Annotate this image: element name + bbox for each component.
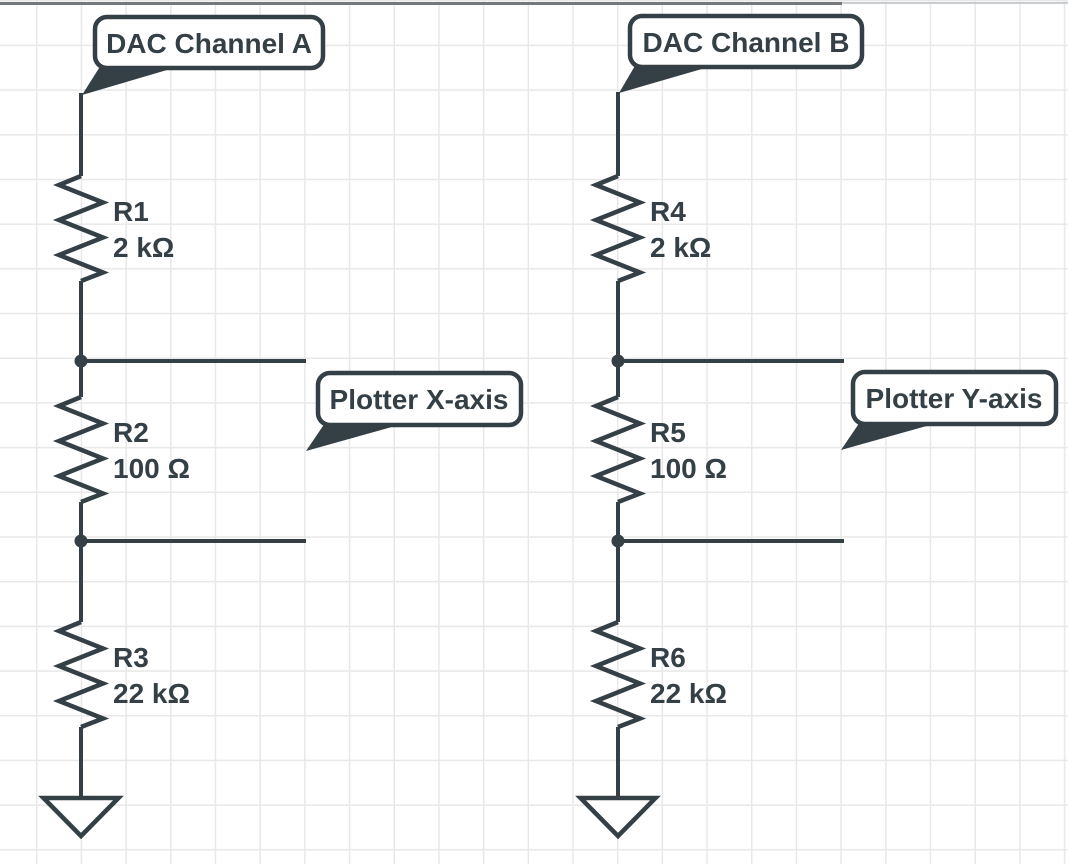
ground-symbol-a[interactable] xyxy=(38,795,124,840)
junction-dot xyxy=(611,354,625,368)
resistor-value-label: 100 Ω xyxy=(650,453,727,484)
resistor-ref-label: R5 xyxy=(650,417,686,448)
resistor-r6[interactable]: R6 22 kΩ xyxy=(589,619,727,730)
resistor-value-label: 100 Ω xyxy=(113,453,190,484)
resistor-ref-label: R2 xyxy=(113,417,149,448)
resistor-zigzag xyxy=(52,173,110,284)
callout-box xyxy=(627,13,865,70)
resistor-zigzag xyxy=(52,619,110,730)
plotter-x-callout[interactable]: Plotter X-axis xyxy=(306,370,524,451)
callout-box xyxy=(315,370,524,428)
resistor-zigzag xyxy=(589,394,647,505)
callout-box xyxy=(92,14,326,71)
dac-a-callout[interactable]: DAC Channel A xyxy=(82,14,326,95)
resistor-ref-label: R6 xyxy=(650,642,686,673)
circuit-b: DAC Channel B R4 2 kΩ R5 100 Ω R6 xyxy=(575,13,1059,840)
dac-b-label: DAC Channel B xyxy=(643,27,850,58)
window-top-edge-light xyxy=(842,2,1068,4)
resistor-r3[interactable]: R3 22 kΩ xyxy=(52,619,190,730)
junction-dot xyxy=(74,354,88,368)
resistor-ref-label: R4 xyxy=(650,196,686,227)
resistor-value-label: 2 kΩ xyxy=(113,232,174,263)
plotter-y-label: Plotter Y-axis xyxy=(866,383,1043,414)
junction-dot xyxy=(74,534,88,548)
resistor-value-label: 22 kΩ xyxy=(650,678,727,709)
resistor-zigzag xyxy=(589,173,647,284)
callout-tail xyxy=(619,64,719,93)
resistor-ref-label: R3 xyxy=(113,642,149,673)
window-top-edge-dark xyxy=(0,2,842,5)
callout-tail xyxy=(841,422,941,450)
resistor-zigzag xyxy=(589,619,647,730)
ground-symbol-b[interactable] xyxy=(575,795,661,840)
resistor-r4[interactable]: R4 2 kΩ xyxy=(589,173,711,284)
plotter-y-callout[interactable]: Plotter Y-axis xyxy=(841,369,1059,450)
callout-box xyxy=(850,369,1059,427)
callout-tail xyxy=(306,423,406,451)
resistor-ref-label: R1 xyxy=(113,196,149,227)
circuit-a: DAC Channel A R1 2 kΩ R2 100 Ω R3 xyxy=(38,14,524,840)
junction-dot xyxy=(611,534,625,548)
resistor-r1[interactable]: R1 2 kΩ xyxy=(52,173,174,284)
resistor-zigzag xyxy=(52,394,110,505)
resistor-value-label: 2 kΩ xyxy=(650,232,711,263)
plotter-x-label: Plotter X-axis xyxy=(330,384,509,415)
resistor-value-label: 22 kΩ xyxy=(113,678,190,709)
resistor-r2[interactable]: R2 100 Ω xyxy=(52,394,190,505)
dac-a-label: DAC Channel A xyxy=(106,28,312,59)
dac-b-callout[interactable]: DAC Channel B xyxy=(619,13,865,93)
callout-tail xyxy=(82,65,184,95)
resistor-r5[interactable]: R5 100 Ω xyxy=(589,394,727,505)
